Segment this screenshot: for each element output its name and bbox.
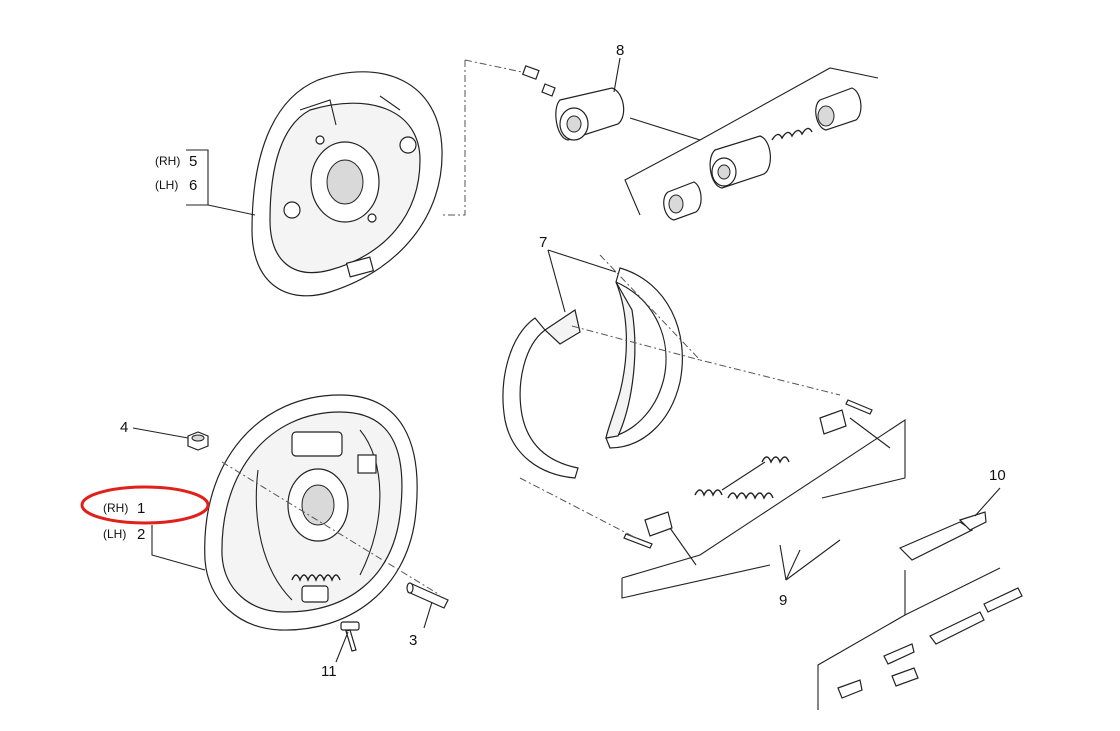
callout-3: 3 — [409, 632, 417, 649]
callout-rh1-number: 1 — [137, 500, 145, 517]
callout-lh6-prefix: (LH) — [155, 178, 178, 192]
callout-4: 4 — [120, 419, 128, 436]
callout-7: 7 — [539, 234, 547, 251]
pin-part — [406, 582, 449, 609]
callout-lh6-number: 6 — [189, 177, 197, 194]
nut-part — [187, 431, 209, 451]
callout-rh1-prefix: (RH) — [103, 501, 128, 515]
callout-lh2-number: 2 — [137, 526, 145, 543]
callout-rh5-prefix: (RH) — [155, 154, 180, 168]
callout-rh5-number: 5 — [189, 153, 197, 170]
callout-9: 9 — [779, 592, 787, 609]
callout-8: 8 — [616, 42, 624, 59]
backing-plate — [251, 71, 443, 297]
adjuster — [837, 511, 1023, 699]
cylinder-exploded-parts — [663, 87, 862, 221]
springs — [623, 399, 873, 549]
highlight-ellipse — [80, 485, 210, 525]
wheel-cylinder — [521, 65, 625, 141]
brake-drum-assembly — [204, 394, 418, 631]
leader-lines — [132, 57, 1001, 710]
centre-lines — [221, 59, 841, 596]
brake-shoes — [502, 267, 683, 479]
callout-lh2-prefix: (LH) — [103, 527, 126, 541]
callout-11: 11 — [321, 663, 337, 680]
callout-10: 10 — [989, 467, 1006, 484]
bolt-part — [340, 621, 360, 652]
